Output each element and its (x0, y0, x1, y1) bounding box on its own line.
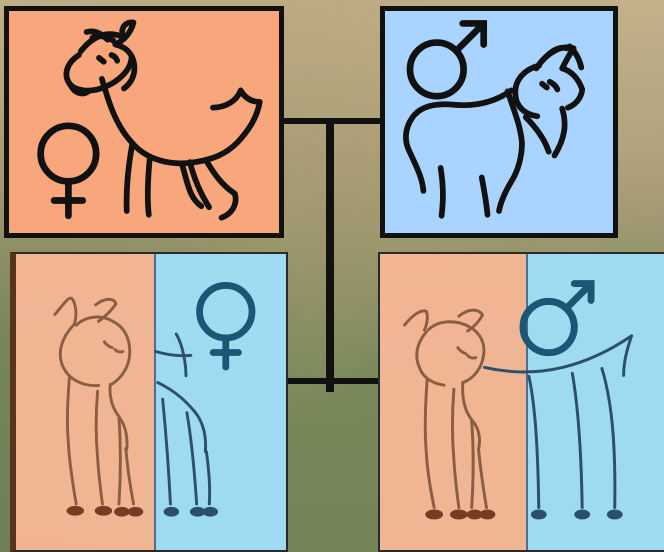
female-symbol (200, 285, 252, 367)
offspring-female-card (10, 252, 288, 552)
male-symbol (523, 284, 591, 353)
child-connector-left (288, 378, 334, 384)
female-kid-illustration (16, 254, 286, 550)
male-kid-illustration (380, 254, 664, 550)
female-symbol (41, 126, 97, 216)
parent-male-card (380, 6, 618, 238)
child-connector-right (334, 378, 378, 384)
male-goat-illustration (385, 11, 613, 233)
parent-female-card (4, 6, 284, 238)
offspring-male-card (378, 252, 664, 552)
female-goat-illustration (9, 11, 279, 233)
parent-connector-vertical (326, 122, 334, 392)
male-symbol (410, 23, 484, 96)
